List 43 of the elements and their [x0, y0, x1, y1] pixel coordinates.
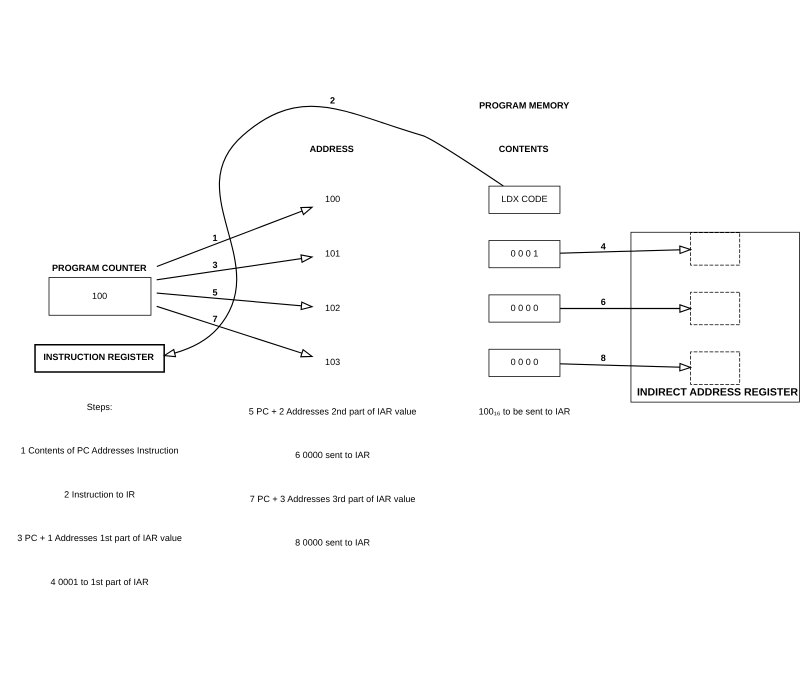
node-text: 102: [325, 302, 340, 313]
node-box: [690, 292, 740, 326]
label: PROGRAM MEMORY: [479, 100, 570, 110]
node-box: INSTRUCTION REGISTER: [34, 344, 165, 373]
node-text: 100: [325, 194, 340, 204]
label: 5 PC + 2 Addresses 2nd part of IAR value: [248, 406, 416, 416]
arrow: [560, 304, 692, 313]
edge-label: 1: [212, 232, 218, 243]
label: 7 PC + 3 Addresses 3rd part of IAR value: [250, 494, 416, 504]
edge-label: 8: [600, 353, 606, 364]
edge-label: 5: [212, 287, 218, 298]
label: 4 0001 to 1st part of IAR: [50, 577, 149, 588]
arrow: [156, 292, 314, 310]
arrow: [156, 206, 314, 268]
node-box: [690, 352, 740, 385]
arrow: [156, 306, 314, 358]
label: Steps:: [86, 402, 112, 412]
node-box: 0 0 0 0: [488, 348, 560, 377]
edge-label: 4: [600, 241, 606, 252]
label: 8 0000 sent to IAR: [295, 538, 370, 548]
arrow: [560, 362, 692, 372]
node-box: 0 0 0 0: [488, 294, 560, 322]
node-box: 100: [48, 277, 152, 316]
label: 2 Instruction to IR: [64, 489, 136, 500]
node-label: PROGRAM COUNTER: [52, 263, 147, 274]
node-text: 101: [325, 248, 340, 258]
label: 6 0000 sent to IAR: [295, 450, 370, 460]
label: 100₁₆ to be sent to IAR: [478, 406, 570, 416]
edge-label: 7: [212, 314, 218, 324]
label: ADDRESS: [310, 144, 354, 154]
node-box: [690, 232, 740, 266]
edge-label: 3: [212, 260, 218, 270]
node-box: 0 0 0 1: [488, 240, 560, 268]
edge-label: 2: [330, 96, 336, 106]
label: 1 Contents of PC Addresses Instruction: [20, 446, 179, 456]
arrow: [560, 245, 692, 254]
edge-label: 6: [600, 297, 606, 308]
arrow: [162, 106, 504, 358]
arrow: [156, 254, 314, 280]
label: CONTENTS: [498, 144, 549, 154]
node-box: LDX CODE: [488, 186, 560, 214]
node-text: 103: [325, 357, 340, 368]
label: 3 PC + 1 Addresses 1st part of IAR value: [17, 533, 182, 544]
